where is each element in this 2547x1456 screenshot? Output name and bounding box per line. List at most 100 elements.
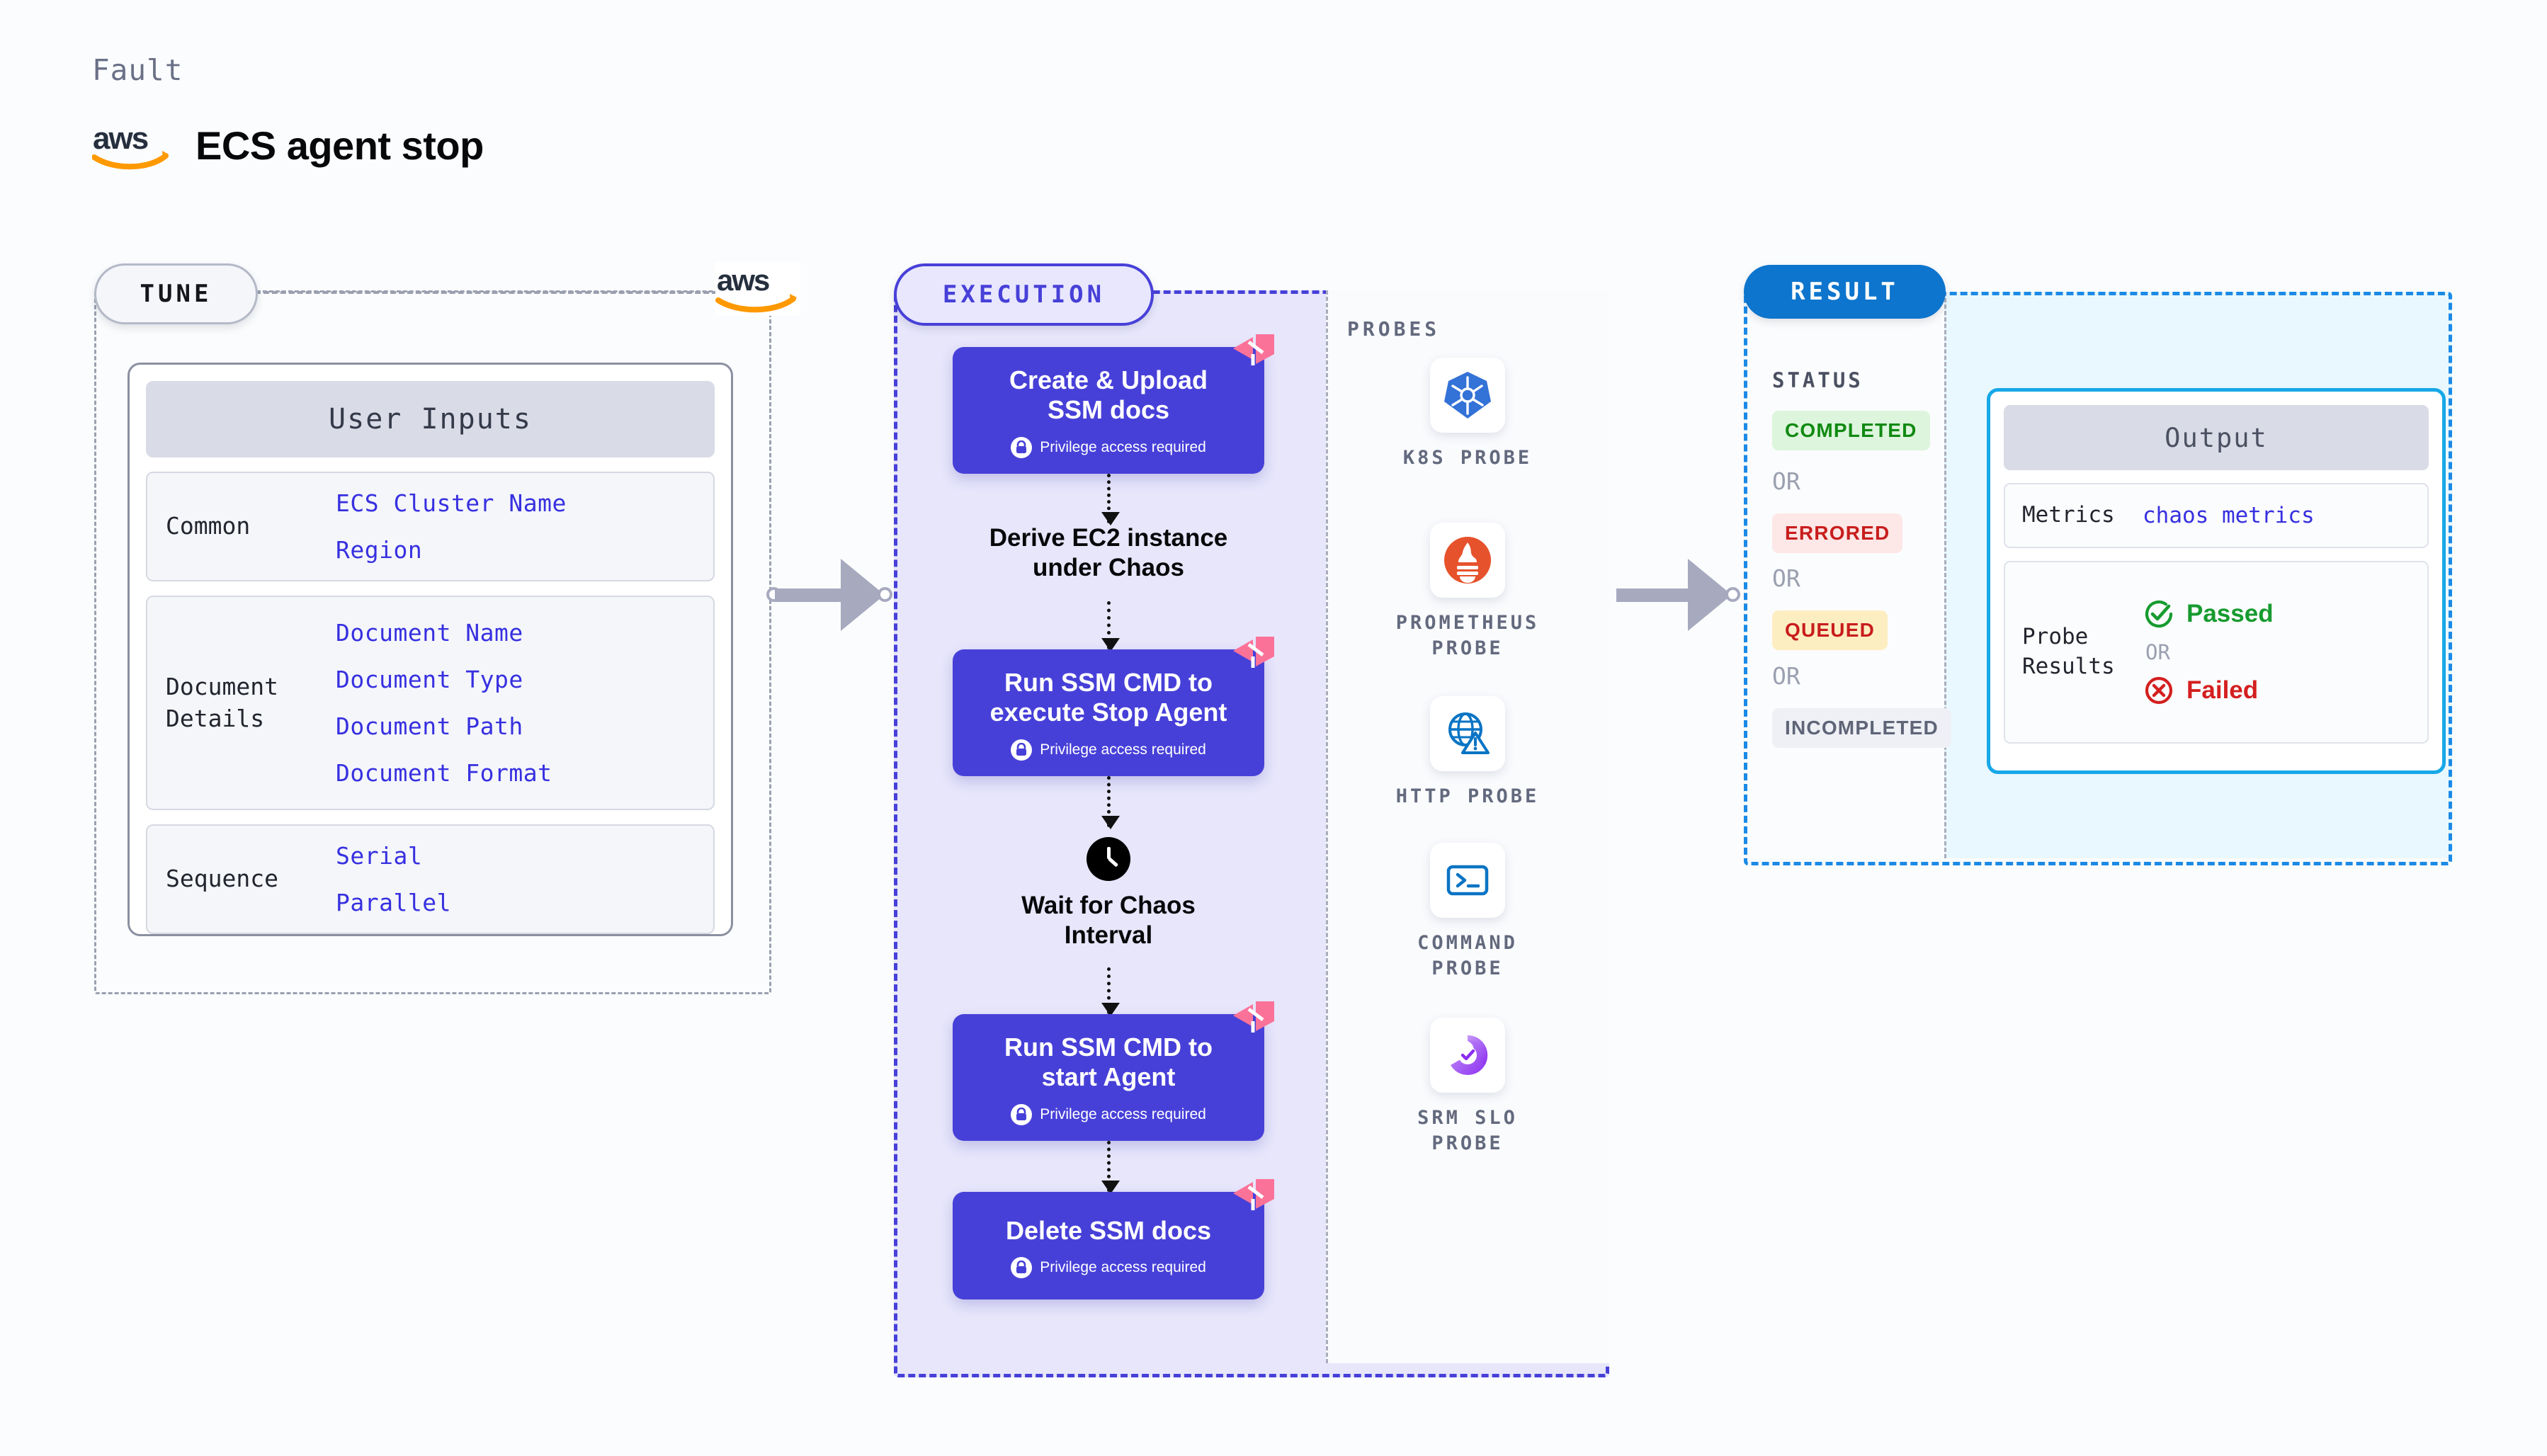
input-value[interactable]: ECS Cluster Name xyxy=(336,489,567,517)
privilege-text: Privilege access required xyxy=(1040,1259,1206,1276)
http-globe-icon xyxy=(1430,696,1505,771)
input-group-common: Common ECS Cluster Name Region xyxy=(146,472,715,581)
input-value[interactable]: Region xyxy=(336,536,423,564)
privilege-text: Privilege access required xyxy=(1040,741,1206,758)
privilege-note: Privilege access required xyxy=(965,436,1252,458)
input-value[interactable]: Document Format xyxy=(336,759,552,787)
flow-connector xyxy=(1101,473,1120,525)
srm-slo-icon xyxy=(1430,1018,1505,1093)
user-inputs-title: User Inputs xyxy=(146,381,715,457)
or-separator: OR xyxy=(1772,564,1800,592)
input-group-label: Common xyxy=(166,512,251,540)
status-badge-errored: ERRORED xyxy=(1772,513,1903,553)
status-label: STATUS xyxy=(1772,368,1864,392)
svg-text:aws: aws xyxy=(717,263,769,297)
privilege-text: Privilege access required xyxy=(1040,438,1206,455)
lock-icon xyxy=(1011,1103,1033,1125)
input-value[interactable]: Parallel xyxy=(336,889,451,916)
probes-region xyxy=(1326,290,1609,1363)
probe-label: K8S PROBE xyxy=(1402,447,1533,469)
fault-label: Fault xyxy=(92,53,183,87)
input-value[interactable]: Serial xyxy=(336,842,423,870)
probe-result-label: Passed xyxy=(2186,600,2274,627)
tune-pill[interactable]: TUNE xyxy=(94,263,258,324)
or-separator: OR xyxy=(1772,467,1800,495)
probe-k8s[interactable]: K8S PROBE xyxy=(1326,358,1609,471)
result-pill[interactable]: RESULT xyxy=(1744,265,1946,319)
output-row-label: Metrics xyxy=(2022,502,2115,528)
input-value[interactable]: Document Type xyxy=(336,666,523,693)
privilege-note: Privilege access required xyxy=(965,1103,1252,1125)
arrow-tune-to-execution xyxy=(766,552,894,637)
x-circle-icon xyxy=(2145,676,2173,705)
prometheus-icon xyxy=(1430,523,1505,598)
result-status-region xyxy=(1744,292,1944,858)
flow-node-title: Delete SSM docs xyxy=(1005,1215,1212,1245)
user-inputs-card: User Inputs Common ECS Cluster Name Regi… xyxy=(127,363,733,936)
chaos-ribbon-icon xyxy=(1233,636,1274,668)
privilege-text: Privilege access required xyxy=(1040,1105,1206,1122)
output-row-metrics: Metrics chaos metrics xyxy=(2004,483,2429,548)
flow-connector xyxy=(1101,601,1120,652)
execution-pill[interactable]: EXECUTION xyxy=(894,263,1154,326)
chaos-ribbon-icon xyxy=(1233,1178,1274,1210)
input-group-label: Sequence xyxy=(166,865,278,893)
tune-aws-connector xyxy=(255,291,726,294)
page-title: ECS agent stop xyxy=(195,123,484,168)
status-badge-completed: COMPLETED xyxy=(1772,411,1930,450)
output-metrics-value[interactable]: chaos metrics xyxy=(2143,503,2315,528)
chaos-ribbon-icon xyxy=(1233,334,1274,365)
input-value[interactable]: Document Path xyxy=(336,712,523,740)
input-value[interactable]: Document Name xyxy=(336,619,523,647)
status-badge-queued: QUEUED xyxy=(1772,610,1888,650)
probe-http[interactable]: HTTP PROBE xyxy=(1326,696,1609,809)
flow-connector xyxy=(1101,967,1120,1016)
check-circle-icon xyxy=(2145,600,2173,628)
result-panel xyxy=(1744,292,2452,865)
aws-logo-icon: aws xyxy=(91,120,171,170)
flow-connector xyxy=(1101,775,1120,829)
privilege-note: Privilege access required xyxy=(965,1257,1252,1279)
flow-connector xyxy=(1101,1140,1120,1194)
probe-result-passed: Passed xyxy=(2143,598,2274,630)
probe-label: HTTP PROBE xyxy=(1395,785,1540,807)
or-separator: OR xyxy=(1772,662,1800,690)
svg-text:aws: aws xyxy=(93,121,148,156)
probe-result-label: Failed xyxy=(2186,676,2259,704)
aws-logo-icon-panel: aws xyxy=(715,262,800,316)
page-title-row: aws ECS agent stop xyxy=(91,120,484,170)
lock-icon xyxy=(1011,739,1033,761)
flow-node-delete-ssm-docs[interactable]: Delete SSM docs Privilege access require… xyxy=(953,1178,1274,1300)
probes-section-label: PROBES xyxy=(1347,317,1441,341)
lock-icon xyxy=(1011,436,1033,458)
probe-result-failed: Failed xyxy=(2143,674,2274,707)
or-separator: OR xyxy=(2145,640,2170,664)
output-title: Output xyxy=(2004,405,2429,470)
terminal-icon xyxy=(1430,843,1505,918)
clock-icon xyxy=(1087,836,1130,881)
arrow-execution-to-result xyxy=(1608,552,1746,637)
status-badge-incompleted: INCOMPLETED xyxy=(1772,708,1951,748)
input-group-sequence: Sequence Serial Parallel xyxy=(146,824,715,934)
